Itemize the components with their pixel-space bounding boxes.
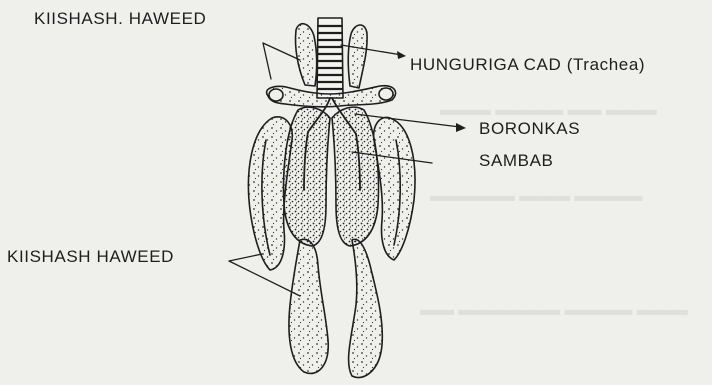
label-trachea: HUNGURIGA CAD (Trachea) xyxy=(410,56,645,73)
right-abdominal-air-sac xyxy=(349,239,383,377)
right-thoracic-air-sac xyxy=(374,117,415,260)
right-lung xyxy=(332,107,378,246)
label-lower-air-sacs: KIISHASH HAWEED xyxy=(7,248,174,265)
label-bronchi: BORONKAS xyxy=(479,120,580,137)
label-upper-air-sacs: KIISHASH. HAWEED xyxy=(34,10,206,27)
left-abdominal-air-sac xyxy=(289,239,328,373)
left-lung xyxy=(284,107,330,246)
trachea xyxy=(317,18,343,98)
label-lungs: SAMBAB xyxy=(479,152,553,169)
